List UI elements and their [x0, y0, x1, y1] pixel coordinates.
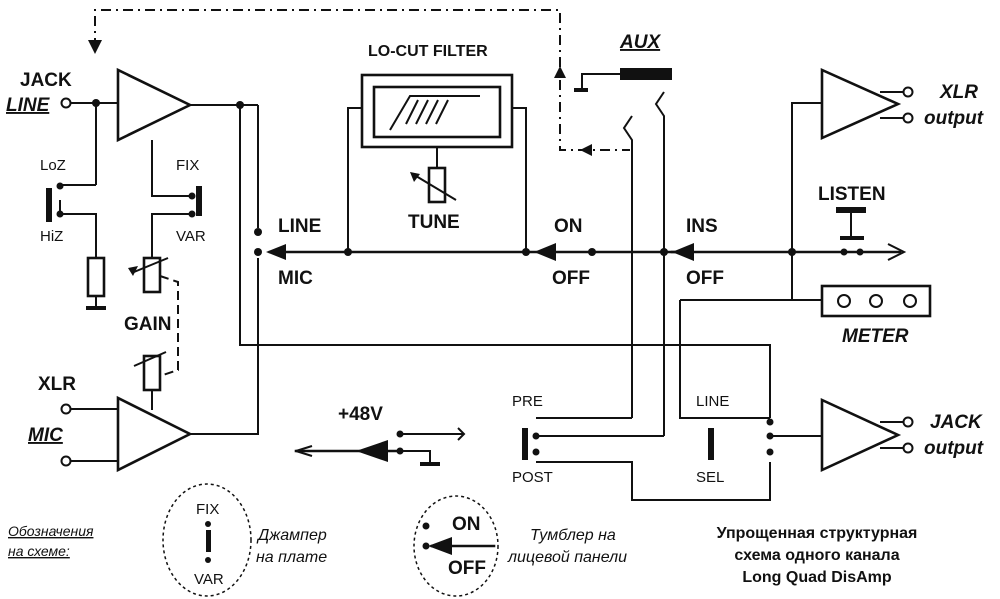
label-lowcut-off: OFF	[552, 268, 590, 289]
label-aux: AUX	[619, 32, 661, 53]
legend-jumper-desc-1: Джампер	[256, 527, 327, 544]
label-xlr-out-2: output	[924, 108, 984, 129]
lo-cut-filter	[344, 73, 530, 256]
label-var: VAR	[176, 228, 206, 245]
label-hiz: HiZ	[40, 228, 63, 245]
label-listen: LISTEN	[818, 184, 886, 205]
label-jack-out-2: output	[924, 438, 984, 459]
loz-hiz-switch	[46, 103, 106, 310]
legend-toggle-on: ON	[452, 514, 481, 535]
caption-line-3: Long Quad DisAmp	[742, 569, 892, 586]
caption-line-2: схема одного канала	[734, 547, 899, 564]
lowcut-toggle	[534, 243, 682, 261]
label-ins-off: OFF	[686, 268, 724, 289]
gain-potentiometers	[128, 256, 179, 410]
legend-toggle-desc-1: Тумблер на	[530, 527, 616, 544]
ins-toggle	[670, 243, 907, 261]
label-lo-cut-filter: LO-CUT FILTER	[368, 43, 488, 60]
label-out-line: LINE	[696, 393, 729, 410]
label-selector-line: LINE	[278, 216, 321, 237]
legend-title-1: Обозначения	[8, 523, 94, 539]
xlr-output-amplifier	[791, 67, 914, 252]
aux-insert-jack	[574, 68, 672, 436]
mic-input-amplifier	[60, 258, 259, 473]
label-out-sel: SEL	[696, 469, 724, 486]
label-xlr-out-1: XLR	[939, 82, 978, 103]
label-phantom: +48V	[338, 404, 383, 425]
legend-toggle-desc-2: лицевой панели	[507, 549, 627, 566]
line-input-amplifier	[60, 67, 258, 143]
label-post: POST	[512, 469, 553, 486]
legend-jumper	[162, 483, 252, 597]
legend-toggle	[413, 495, 499, 597]
legend-jumper-desc-2: на плате	[256, 549, 327, 566]
aux-return-path	[88, 9, 630, 156]
label-mic-in: MIC	[28, 425, 63, 446]
label-ins: INS	[686, 216, 718, 237]
label-jack-out-1: JACK	[930, 412, 983, 433]
label-xlr-in: XLR	[38, 374, 76, 395]
label-pre: PRE	[512, 393, 543, 410]
meter	[680, 252, 932, 318]
caption-line-1: Упрощенная структурная	[717, 525, 918, 542]
label-jack-in: JACK	[20, 70, 72, 91]
label-selector-mic: MIC	[278, 268, 313, 289]
legend-title-2: на схеме:	[8, 543, 70, 559]
label-fix: FIX	[176, 157, 199, 174]
legend-jumper-fix: FIX	[196, 501, 219, 518]
label-gain: GAIN	[124, 314, 172, 335]
legend-toggle-off: OFF	[448, 558, 486, 579]
listen-switch	[836, 207, 866, 256]
label-loz: LoZ	[40, 157, 66, 174]
jack-output-section	[536, 300, 914, 501]
label-lowcut-on: ON	[554, 216, 583, 237]
pre-post-switch	[522, 417, 664, 460]
line-mic-selector	[239, 105, 771, 418]
legend-jumper-var: VAR	[194, 571, 224, 588]
label-meter: METER	[842, 326, 909, 347]
phantom-power-switch	[294, 427, 466, 466]
fix-var-jumper	[151, 140, 202, 258]
label-tune: TUNE	[408, 212, 460, 233]
label-line-in: LINE	[6, 95, 51, 116]
